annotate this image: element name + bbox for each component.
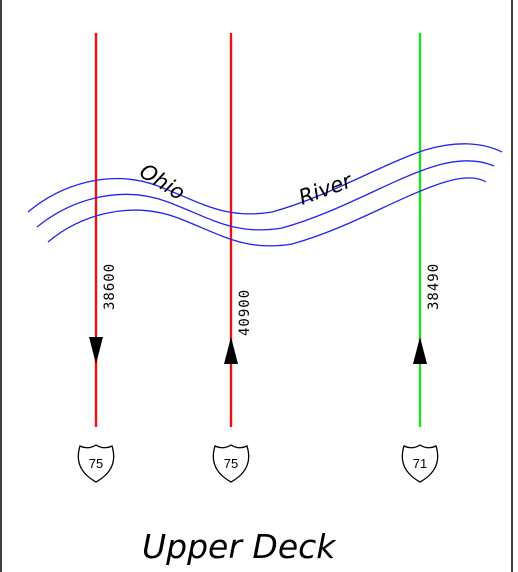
river-label-ohio: Ohio [135, 159, 189, 205]
route-3-volume: 38490 [426, 263, 442, 310]
route-2-shield-icon: 75 [212, 444, 250, 483]
route-3 [413, 33, 427, 427]
route-2 [224, 33, 238, 427]
river [27, 143, 503, 247]
route-1 [89, 33, 103, 427]
route-3-shield-icon: 71 [401, 444, 439, 483]
route-1-shield-number: 75 [89, 456, 103, 471]
route-2-volume: 40900 [237, 289, 253, 336]
river-line-middle [36, 160, 495, 231]
diagram-title: Upper Deck [142, 527, 337, 566]
route-3-arrow [413, 337, 427, 364]
route-1-shield-icon: 75 [77, 444, 115, 483]
route-1-volume: 38600 [102, 263, 118, 310]
river-line-bottom [47, 177, 487, 247]
river-line-top [27, 143, 503, 215]
route-2-shield-number: 75 [224, 456, 238, 471]
route-3-shield-number: 71 [413, 456, 427, 471]
route-1-arrow [89, 337, 103, 364]
route-2-arrow [224, 337, 238, 364]
